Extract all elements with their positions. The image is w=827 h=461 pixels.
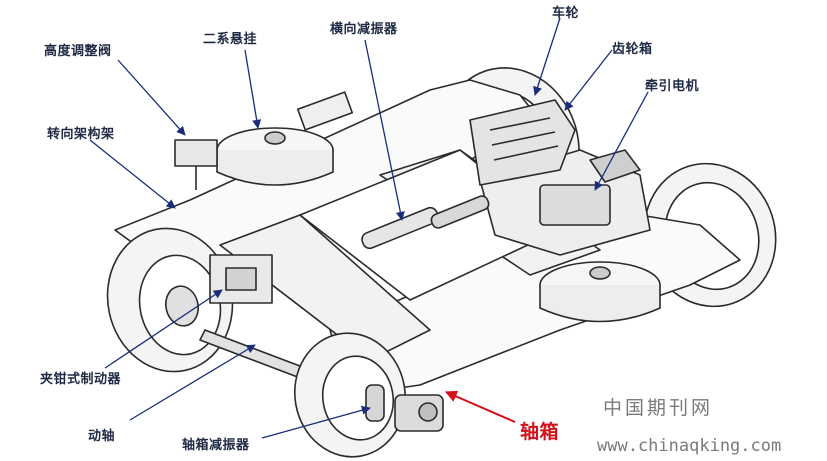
leader-bogie-frame [89, 139, 176, 209]
leader-axlebox-damper [261, 405, 371, 439]
label-gearbox: 齿轮箱 [612, 42, 653, 57]
label-height-valve: 高度调整阀 [44, 44, 112, 59]
caliper-brake [209, 254, 273, 304]
leader-secondary-suspension [244, 49, 262, 129]
frame-crossbeam-left [219, 214, 431, 361]
air-spring-right [539, 261, 661, 323]
leader-caliper-brake [104, 289, 223, 369]
label-caliper-brake: 夹钳式制动器 [40, 372, 122, 387]
axlebox-damper [365, 384, 385, 422]
leader-axlebox [444, 390, 516, 423]
leader-lateral-damper [364, 39, 405, 221]
watermark-url: www.chinaqking.com [597, 436, 782, 456]
watermark-cn: 中国期刊网 [603, 397, 714, 419]
axlebox [394, 394, 444, 432]
label-traction-motor: 牵引电机 [645, 79, 700, 94]
leader-traction-motor [594, 91, 649, 191]
height-valve [174, 139, 218, 190]
leader-axle [129, 344, 256, 421]
wheel-lower-left [293, 332, 407, 458]
gearbox [469, 99, 576, 186]
frame-bracket [296, 91, 354, 131]
label-bogie-frame: 转向架构架 [47, 127, 115, 142]
label-axlebox-damper: 轴箱减振器 [182, 438, 250, 453]
label-lateral-damper: 横向减振器 [330, 22, 398, 37]
leader-wheel [533, 17, 561, 96]
leader-gearbox [564, 49, 613, 111]
label-secondary-suspension: 二系悬挂 [203, 32, 258, 47]
air-spring-left [216, 127, 334, 186]
leader-height-valve [117, 59, 186, 136]
label-axle: 动轴 [88, 429, 116, 444]
label-wheel: 车轮 [552, 6, 580, 21]
label-axlebox: 轴箱 [520, 421, 560, 443]
